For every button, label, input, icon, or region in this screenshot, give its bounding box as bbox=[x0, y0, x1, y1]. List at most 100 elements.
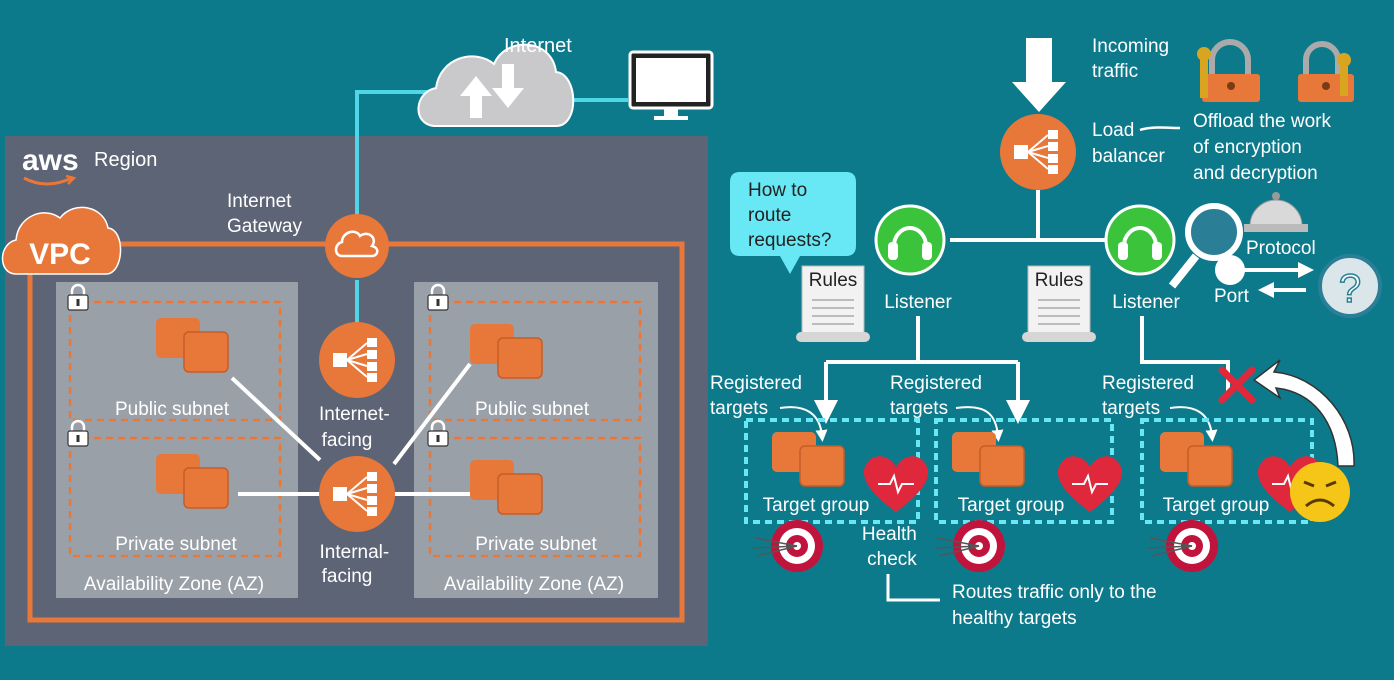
internal-facing-label: Internal- facing bbox=[320, 542, 395, 587]
load-balancer-icon bbox=[318, 321, 396, 399]
target-icon bbox=[1147, 519, 1219, 573]
lock-icon bbox=[1298, 41, 1354, 102]
health-check-line-1: Health bbox=[862, 524, 917, 545]
target-icon bbox=[752, 519, 824, 573]
instances-icon bbox=[951, 431, 1025, 487]
question-line-3: requests? bbox=[748, 230, 831, 251]
protocol-arrow-head bbox=[1298, 262, 1314, 278]
x-icon bbox=[1218, 366, 1256, 404]
registered-targets-labels: Registered targets Registered targets Regi… bbox=[710, 373, 1194, 419]
public-subnet-label: Public subnet bbox=[475, 399, 590, 420]
internet-facing-line-1: Internet- bbox=[319, 404, 390, 425]
listener-label: Listener bbox=[884, 292, 952, 313]
load-balancer-label: Load balancer bbox=[1092, 120, 1166, 167]
rules-label: Rules bbox=[1035, 270, 1084, 291]
routes-label: Routes traffic only to the healthy targe… bbox=[952, 582, 1162, 629]
offload-line-2: of encryption bbox=[1193, 137, 1302, 158]
registered-line-2: targets bbox=[1102, 398, 1160, 419]
incoming-traffic-label: Incoming traffic bbox=[1092, 36, 1174, 82]
incoming-line-1: Incoming bbox=[1092, 36, 1169, 57]
internet-facing-line-2: facing bbox=[322, 430, 373, 451]
instances-icon bbox=[771, 431, 845, 487]
private-subnet-label: Private subnet bbox=[475, 534, 597, 555]
target-group-label: Target group bbox=[763, 495, 870, 516]
sad-face-icon bbox=[1290, 462, 1350, 522]
arrow-down-icon bbox=[1012, 38, 1066, 112]
target-group-box bbox=[934, 418, 1114, 524]
question-line-2: route bbox=[748, 205, 791, 226]
az-panel-right bbox=[414, 282, 658, 598]
internal-connectors bbox=[230, 362, 472, 496]
lb-offload-connector bbox=[1139, 126, 1181, 132]
routes-line-1: Routes traffic only to the bbox=[952, 582, 1157, 603]
bell-icon bbox=[1244, 192, 1308, 232]
question-line-1: How to bbox=[748, 180, 807, 201]
headphones-icon bbox=[874, 204, 946, 276]
question-bubble: How to route requests? bbox=[730, 172, 856, 274]
registered-line-1: Registered bbox=[890, 373, 982, 394]
az-label: Availability Zone (AZ) bbox=[444, 574, 624, 595]
vpc-label: VPC bbox=[29, 238, 91, 271]
target-group-label: Target group bbox=[958, 495, 1065, 516]
internet-gateway-label: Internet Gateway bbox=[227, 191, 302, 237]
monitor-icon bbox=[628, 50, 714, 120]
az-label: Availability Zone (AZ) bbox=[84, 574, 264, 595]
target-group-label: Target group bbox=[1163, 495, 1270, 516]
internet-facing-label: Internet- facing bbox=[319, 404, 395, 451]
private-subnet-left bbox=[68, 436, 282, 558]
headphones-icon bbox=[1104, 204, 1176, 276]
offload-line-3: and decryption bbox=[1193, 163, 1318, 184]
listener-label: Listener bbox=[1112, 292, 1180, 313]
internet-label: Internet bbox=[504, 35, 572, 57]
instances-icon bbox=[1159, 431, 1233, 487]
port-arrow-head bbox=[1258, 282, 1274, 298]
health-check-label: Health check bbox=[862, 524, 922, 570]
load-balancer-icon bbox=[999, 113, 1077, 191]
public-subnet-left bbox=[68, 300, 282, 422]
magnifier-icon bbox=[1168, 203, 1243, 289]
private-subnet-label: Private subnet bbox=[115, 534, 237, 555]
health-check-connector bbox=[886, 574, 940, 602]
aws-logo-icon: aws bbox=[22, 144, 79, 186]
public-subnet-right bbox=[428, 300, 642, 422]
health-check-line-2: check bbox=[867, 549, 917, 570]
vpc-badge: VPC bbox=[1, 206, 122, 275]
gateway-cloud-icon bbox=[325, 214, 389, 278]
load-balancer-icon bbox=[318, 455, 396, 533]
gateway-line-2: Gateway bbox=[227, 216, 302, 237]
internal-facing-line-2: facing bbox=[322, 566, 373, 587]
load-balancer-line-1: Load bbox=[1092, 120, 1134, 141]
question-mark-icon: ? bbox=[1318, 254, 1382, 318]
internal-facing-line-1: Internal- bbox=[320, 542, 390, 563]
target-icon bbox=[934, 519, 1006, 573]
heart-icon bbox=[1056, 455, 1124, 513]
routes-line-2: healthy targets bbox=[952, 608, 1077, 629]
private-subnet-right bbox=[428, 436, 642, 558]
redirect-arrow bbox=[1252, 359, 1355, 467]
protocol-label: Protocol bbox=[1246, 238, 1316, 259]
incoming-line-2: traffic bbox=[1092, 61, 1138, 82]
registered-arrows bbox=[779, 406, 1218, 442]
gateway-line-1: Internet bbox=[227, 191, 292, 212]
registered-line-2: targets bbox=[710, 398, 768, 419]
cloud-icon bbox=[417, 43, 575, 127]
registered-line-2: targets bbox=[890, 398, 948, 419]
lock-icon bbox=[1197, 39, 1260, 102]
svg-text:How to route reque: How to route requests? bbox=[748, 180, 831, 251]
listener-connectors bbox=[814, 190, 1230, 424]
registered-line-1: Registered bbox=[1102, 373, 1194, 394]
rules-label: Rules bbox=[809, 270, 858, 291]
offload-label: Offload the work of encryption and decry… bbox=[1193, 111, 1336, 184]
public-subnet-label: Public subnet bbox=[115, 399, 230, 420]
question-mark: ? bbox=[1339, 267, 1361, 311]
port-label: Port bbox=[1214, 286, 1250, 307]
load-balancer-line-2: balancer bbox=[1092, 146, 1166, 167]
region-label: Region bbox=[94, 149, 157, 171]
offload-line-1: Offload the work bbox=[1193, 111, 1332, 132]
registered-line-1: Registered bbox=[710, 373, 802, 394]
aws-logo-text: aws bbox=[22, 144, 79, 177]
